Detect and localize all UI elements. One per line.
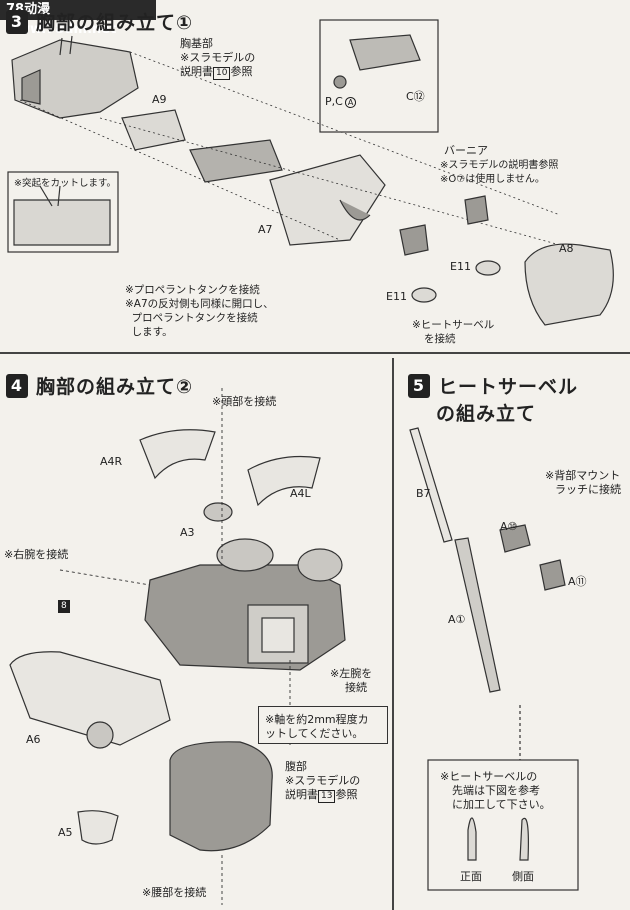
section-divider — [0, 352, 630, 354]
heat-saber-note-1: ※ヒートサーベル — [412, 319, 495, 331]
chest-base-note: ※スラモデルの — [180, 51, 256, 64]
front-view-label: 正面 — [460, 870, 482, 883]
a3-part — [203, 502, 233, 522]
a6-part — [9, 651, 171, 746]
e11-label-b: E11 — [386, 290, 407, 303]
e11-part — [475, 260, 501, 276]
a4l-part — [247, 455, 321, 507]
a4r-part — [139, 429, 216, 480]
c12-label: C⑫ — [406, 90, 425, 103]
left-arm-label-2: 接続 — [345, 681, 367, 694]
propellant-note-2: ※A7の反対側も同様に開口し、 — [125, 298, 274, 310]
ref-8-label: 8 — [58, 598, 70, 613]
step5-title-line2: の組み立て — [436, 403, 537, 425]
cut-note: ※突起をカットします。 — [14, 178, 117, 189]
a1-label: A① — [448, 613, 466, 626]
tip-box — [427, 759, 579, 891]
abdomen-label: 腹部 — [285, 760, 307, 773]
verniers-label: バーニア — [444, 144, 488, 157]
side-view-label: 側面 — [512, 870, 534, 883]
a4l-label: A4L — [290, 487, 311, 500]
step3-header: 3 胸部の組み立て① — [6, 8, 193, 35]
a10-label: A⑩ — [500, 520, 518, 533]
backpack-note-2: ラッチに接続 — [555, 483, 621, 496]
abdomen-part — [169, 741, 273, 852]
step4-title: 胸部の組み立て② — [36, 376, 194, 398]
verniers-note-2: ※O⑦は使用しません。 — [440, 174, 545, 185]
section-divider-vertical — [392, 358, 394, 910]
propellant-note-1: ※プロペラントタンクを接続 — [125, 284, 260, 296]
tip-note-2: 先端は下図を参考 — [452, 784, 540, 797]
a4r-label: A4R — [100, 455, 123, 468]
step3-title: 胸部の組み立て① — [36, 12, 194, 34]
heat-saber-note-2: を接続 — [424, 333, 456, 345]
vernier-part — [399, 224, 429, 256]
step3-number: 3 — [6, 9, 28, 34]
a3-label: A3 — [180, 526, 195, 539]
propellant-note-4: します。 — [125, 326, 173, 338]
tip-note-1: ※ヒートサーベルの — [440, 770, 538, 783]
e11-label-a: E11 — [450, 260, 471, 273]
a7-part — [269, 154, 386, 246]
watermark: 78动漫 www.78dm.net — [0, 0, 156, 37]
a8-part — [524, 243, 614, 326]
step4-number: 4 — [6, 373, 28, 398]
tip-note-3: に加工して下さい。 — [452, 798, 551, 811]
verniers-note-1: ※スラモデルの説明書参照 — [440, 160, 559, 171]
a7-label: A7 — [258, 223, 273, 236]
backpack-note-1: ※背部マウント — [545, 469, 621, 482]
a11-label: A⑪ — [568, 575, 587, 588]
step4-header: 4 胸部の組み立て② — [6, 372, 193, 399]
a6-label: A6 — [26, 733, 41, 746]
b7-saber-part — [409, 427, 453, 543]
a1-saber-grip — [454, 537, 501, 693]
shaft-cut-note: ※軸を約2mm程度カ ットしてください。 — [258, 706, 388, 744]
chest-base-label: 胸基部 — [180, 37, 213, 50]
waist-connect-label: ※腰部を接続 — [142, 886, 207, 899]
right-arm-label: ※右腕を接続 — [4, 548, 69, 561]
abdomen-note: ※スラモデルの — [285, 774, 361, 787]
a9-label: A9 — [152, 93, 167, 106]
left-arm-label-1: ※左腕を — [330, 667, 373, 680]
b7-label: B7 — [416, 487, 431, 500]
a8-label: A8 — [559, 242, 574, 255]
a5-label: A5 — [58, 826, 73, 839]
propellant-note-3: プロペラントタンクを接続 — [125, 312, 258, 324]
step5-number: 5 — [408, 373, 430, 398]
step5-title-line1: ヒートサーベル — [438, 376, 579, 398]
a9-part — [121, 109, 186, 151]
c12-frame-part — [189, 139, 283, 183]
head-connect-label: ※頭部を接続 — [212, 395, 277, 408]
step5-header: 5 ヒートサーベル の組み立て — [408, 372, 578, 426]
a5-part — [77, 810, 119, 845]
